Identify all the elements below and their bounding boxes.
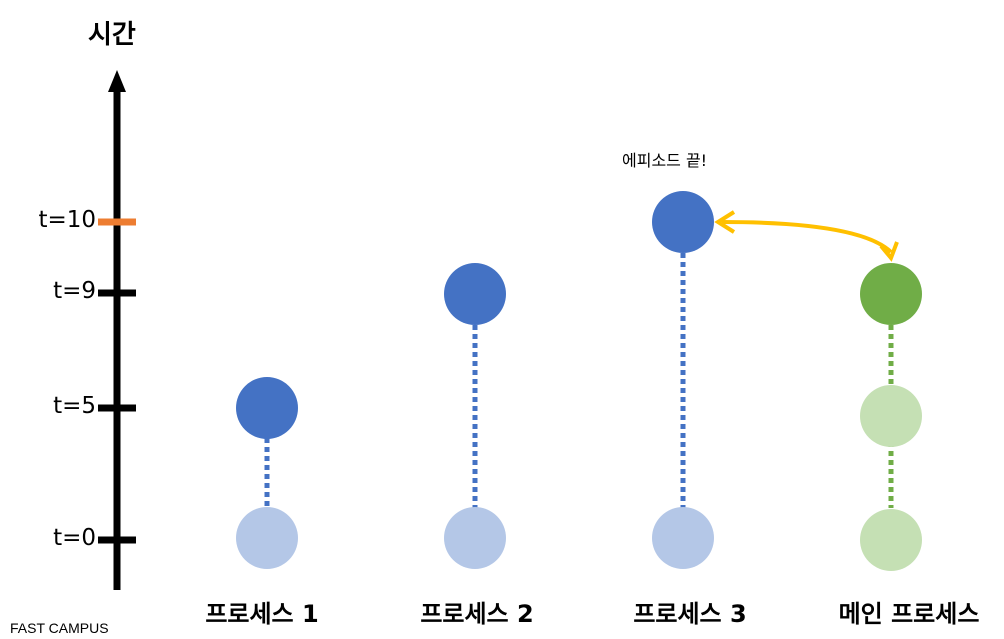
main-process-node-t9 bbox=[860, 263, 922, 325]
process-3-end-node bbox=[652, 191, 714, 253]
tick-label-t0: t=0 bbox=[53, 525, 96, 551]
tick-label-t10: t=10 bbox=[38, 207, 96, 233]
process-1-end-node bbox=[236, 377, 298, 439]
process-2-end-node bbox=[444, 263, 506, 325]
process-3-label: 프로세스 3 bbox=[633, 600, 747, 628]
tick-label-t9: t=9 bbox=[53, 278, 96, 304]
watermark: FAST CAMPUS bbox=[10, 620, 109, 636]
tick-label-t5: t=5 bbox=[53, 393, 96, 419]
process-2-start-node bbox=[444, 507, 506, 569]
sync-arrow bbox=[721, 220, 893, 254]
episode-end-annotation: 에피소드 끝! bbox=[622, 151, 708, 170]
sync-arrowhead-left bbox=[714, 210, 736, 234]
axis-title: 시간 bbox=[88, 20, 136, 50]
main-process-node-t0 bbox=[860, 509, 922, 571]
process-1-start-node bbox=[236, 507, 298, 569]
process-3-start-node bbox=[652, 507, 714, 569]
time-axis-arrowhead bbox=[108, 70, 126, 92]
main-process-node-t5 bbox=[860, 385, 922, 447]
sync-arrowhead-right bbox=[879, 241, 899, 262]
process-2-label: 프로세스 2 bbox=[420, 600, 534, 628]
process-1-label: 프로세스 1 bbox=[205, 600, 319, 628]
main-process-label: 메인 프로세스 bbox=[838, 600, 980, 628]
